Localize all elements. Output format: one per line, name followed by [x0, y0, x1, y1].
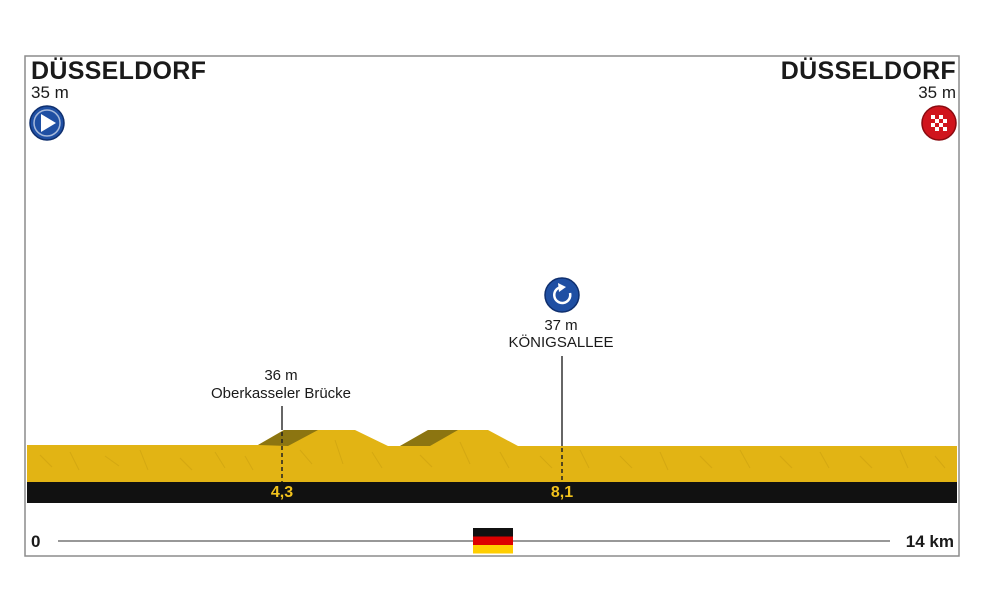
- terrain-shade: [258, 430, 318, 446]
- germany-flag-icon: [473, 528, 513, 554]
- marker-name: KÖNIGSALLEE: [508, 334, 614, 351]
- profile-frame: [24, 55, 960, 557]
- marker-km: 4,3: [270, 484, 294, 501]
- finish-city: DÜSSELDORF: [780, 57, 956, 85]
- marker-km: 8,1: [550, 484, 574, 501]
- axis-end-label: 14 km: [905, 532, 954, 551]
- elevation-terrain: [27, 430, 957, 482]
- finish-altitude: 35 m: [918, 83, 956, 102]
- finish-checkered-flag-icon: [921, 105, 957, 141]
- start-altitude: 35 m: [31, 83, 69, 102]
- start-city: DÜSSELDORF: [31, 57, 207, 85]
- marker-altitude: 37 m: [544, 317, 578, 334]
- terrain-texture: [39, 439, 946, 471]
- intermediate-time-check-icon: [544, 277, 580, 313]
- axis-start-label: 0: [31, 532, 41, 551]
- distance-band: [27, 482, 957, 503]
- terrain-shade: [400, 430, 458, 446]
- marker-name: Oberkasseler Brücke: [210, 385, 352, 402]
- marker-altitude: 36 m: [264, 367, 298, 384]
- start-play-icon: [29, 105, 65, 141]
